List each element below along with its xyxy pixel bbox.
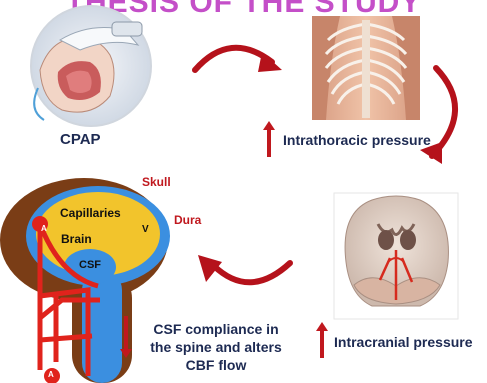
- increase-arrow-icon: [264, 121, 274, 157]
- csf-compliance-line-3: CBF flow: [136, 356, 296, 374]
- decrease-arrow-icon: [121, 316, 131, 358]
- artery-label-bottom: A: [48, 370, 54, 379]
- artery-label-top: A: [41, 224, 47, 233]
- csf-compliance-line-1: CSF compliance in: [136, 320, 296, 338]
- intracranial-pressure-label: Intracranial pressure: [334, 334, 473, 350]
- skull-label: Skull: [142, 175, 171, 189]
- intrathoracic-pressure-label: Intrathoracic pressure: [283, 132, 431, 148]
- csf-label: CSF: [79, 259, 101, 271]
- cpap-label: CPAP: [60, 131, 101, 148]
- brain-section-image: [334, 193, 458, 319]
- csf-compliance-line-2: the spine and alters: [136, 338, 296, 356]
- vein-label: V: [142, 224, 149, 235]
- csf-compliance-text: CSF compliance in the spine and alters C…: [136, 320, 296, 374]
- capillaries-label: Capillaries: [60, 206, 121, 220]
- brain-label: Brain: [61, 232, 92, 246]
- increase-arrow-icon: [317, 322, 327, 358]
- thoracic-spine-image: [312, 16, 420, 120]
- dura-label: Dura: [174, 213, 201, 227]
- cpap-mask-image: [31, 6, 151, 126]
